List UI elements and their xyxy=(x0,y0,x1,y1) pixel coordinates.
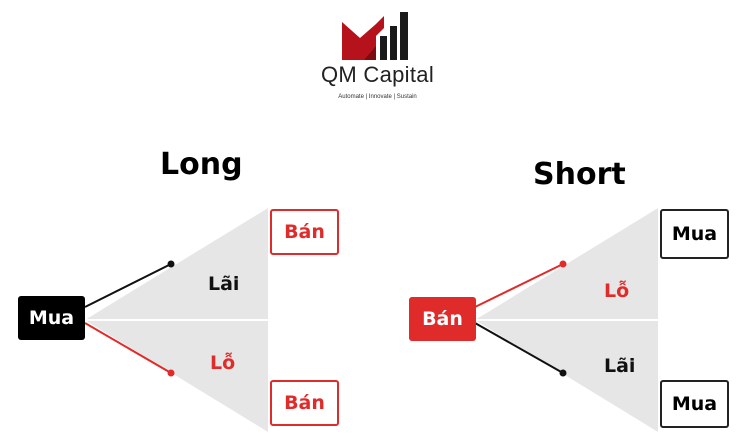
short-loss-dot xyxy=(559,260,567,268)
long-loss-line xyxy=(84,322,172,374)
long-exit-top-box: Bán xyxy=(270,209,339,255)
long-entry-box: Mua xyxy=(18,296,85,340)
short-profit-label: Lãi xyxy=(604,355,636,377)
long-loss-dot xyxy=(167,369,175,377)
qm-capital-logo: QM Capital Automate | Innovate | Sustain xyxy=(310,0,445,105)
short-profit-line xyxy=(474,322,564,374)
long-loss-label: Lỗ xyxy=(210,352,236,374)
short-loss-label: Lỗ xyxy=(604,280,630,302)
logo-tagline: Automate | Innovate | Sustain xyxy=(338,94,417,100)
long-profit-area xyxy=(85,208,268,320)
long-profit-label: Lãi xyxy=(208,273,240,295)
long-loss-area xyxy=(85,320,268,432)
long-profit-line xyxy=(84,263,172,308)
short-exit-bottom-box: Mua xyxy=(660,380,729,428)
logo-mark-icon xyxy=(342,12,408,60)
long-profit-dot xyxy=(167,260,175,268)
long-exit-bottom-box: Bán xyxy=(270,380,339,426)
logo-name: QM Capital xyxy=(320,62,435,87)
short-loss-line xyxy=(474,263,564,308)
short-profit-dot xyxy=(559,369,567,377)
long-title: Long xyxy=(160,147,243,182)
short-entry-box: Bán xyxy=(409,297,476,341)
short-exit-top-box: Mua xyxy=(660,209,729,259)
short-title: Short xyxy=(533,157,626,192)
